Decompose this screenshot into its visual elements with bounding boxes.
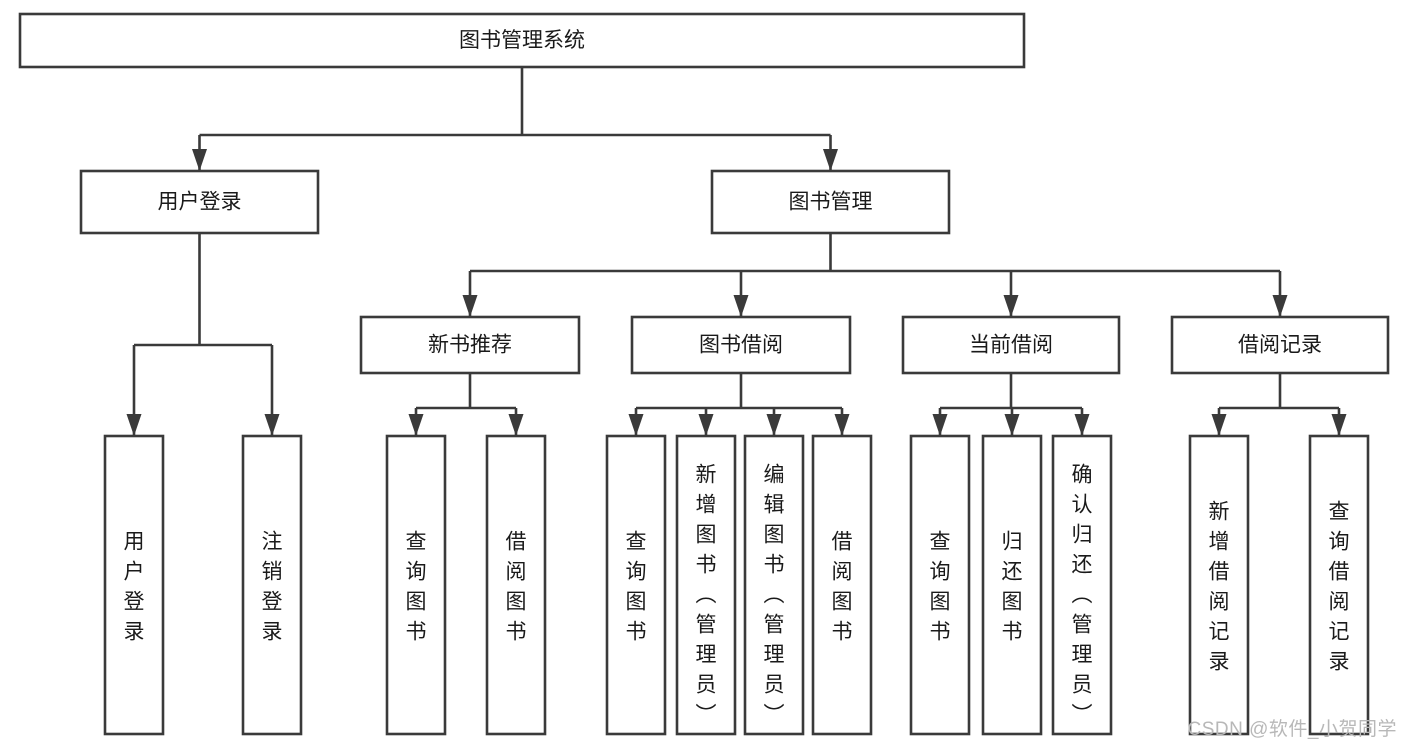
node-box-leaf-add-borrow-record[interactable] [1188,434,1250,736]
node-label-leaf-confirm-return-admin: 确认归还︵管理员︶ [1072,463,1093,726]
arrow-icon-book-borrow [733,295,749,317]
node-leaf-query-borrow-record[interactable]: 查询借阅记录 [1308,434,1370,736]
arrow-icon-leaf-query-book-current [932,414,948,436]
node-box-new-book-recommend[interactable] [359,315,581,375]
node-leaf-query-book-borrow[interactable]: 查询图书 [605,434,667,736]
node-leaf-logout[interactable]: 注销登录 [241,434,303,736]
node-box-borrow-record[interactable] [1170,315,1390,375]
arrow-icon-leaf-add-borrow-record [1211,414,1227,436]
arrow-icon-book-management [823,149,838,171]
node-leaf-borrow-book-recommend[interactable]: 借阅图书 [485,434,547,736]
node-label-root: 图书管理系统 [459,29,585,52]
arrow-icon-new-book-recommend [462,295,478,317]
node-label-leaf-return-book: 归还图书 [1002,530,1023,643]
node-label-leaf-add-book-admin: 新增图书︵管理员︶ [696,463,717,726]
arrow-icon-leaf-borrow-book [834,414,850,436]
node-box-leaf-confirm-return-admin[interactable] [1051,434,1113,736]
node-box-leaf-borrow-book-recommend[interactable] [485,434,547,736]
watermark-label: CSDN @软件_小贺同学 [1187,719,1397,740]
node-leaf-borrow-book[interactable]: 借阅图书 [811,434,873,736]
node-book-borrow[interactable]: 图书借阅 [630,315,852,375]
node-label-leaf-query-book-recommend: 查询图书 [406,530,427,643]
arrow-icon-leaf-user-login [126,414,142,436]
arrow-icon-leaf-query-borrow-record [1331,414,1347,436]
node-book-management[interactable]: 图书管理 [710,169,951,235]
node-label-new-book-recommend: 新书推荐 [428,334,512,357]
node-label-leaf-logout: 注销登录 [262,530,283,643]
arrow-icon-leaf-confirm-return-admin [1074,414,1090,436]
node-box-leaf-query-book-borrow[interactable] [605,434,667,736]
node-box-leaf-borrow-book[interactable] [811,434,873,736]
node-leaf-return-book[interactable]: 归还图书 [981,434,1043,736]
node-box-leaf-query-book-current[interactable] [909,434,971,736]
arrow-icon-leaf-return-book [1004,414,1020,436]
node-label-borrow-record: 借阅记录 [1238,334,1322,357]
node-label-leaf-borrow-book-recommend: 借阅图书 [506,530,527,643]
arrow-icon-leaf-add-book-admin [698,414,714,436]
arrow-icon-leaf-query-book-recommend [408,414,424,436]
node-label-leaf-query-book-borrow: 查询图书 [626,530,647,643]
node-leaf-edit-book-admin[interactable]: 编辑图书︵管理员︶ [743,434,805,736]
arrow-icon-user-login [192,149,207,171]
node-label-current-borrow: 当前借阅 [969,334,1053,357]
node-current-borrow[interactable]: 当前借阅 [901,315,1121,375]
node-root[interactable]: 图书管理系统 [18,12,1026,69]
node-label-user-login: 用户登录 [158,191,242,214]
node-label-leaf-user-login: 用户登录 [124,530,145,643]
node-leaf-user-login[interactable]: 用户登录 [103,434,165,736]
arrow-icon-leaf-query-book-borrow [628,414,644,436]
node-box-leaf-edit-book-admin[interactable] [743,434,805,736]
node-borrow-record[interactable]: 借阅记录 [1170,315,1390,375]
node-box-book-borrow[interactable] [630,315,852,375]
node-box-leaf-user-login[interactable] [103,434,165,736]
node-label-leaf-query-borrow-record: 查询借阅记录 [1329,500,1350,673]
node-box-leaf-logout[interactable] [241,434,303,736]
node-label-leaf-edit-book-admin: 编辑图书︵管理员︶ [764,463,785,726]
connector-layer [126,67,1347,436]
node-box-root[interactable] [18,12,1026,69]
node-box-current-borrow[interactable] [901,315,1121,375]
node-box-leaf-add-book-admin[interactable] [675,434,737,736]
node-user-login[interactable]: 用户登录 [79,169,320,235]
arrow-icon-leaf-logout [264,414,280,436]
node-leaf-query-book-recommend[interactable]: 查询图书 [385,434,447,736]
node-new-book-recommend[interactable]: 新书推荐 [359,315,581,375]
node-leaf-query-book-current[interactable]: 查询图书 [909,434,971,736]
arrow-icon-leaf-edit-book-admin [766,414,782,436]
node-box-leaf-return-book[interactable] [981,434,1043,736]
node-box-book-management[interactable] [710,169,951,235]
arrow-icon-leaf-borrow-book-recommend [508,414,524,436]
node-box-leaf-query-book-recommend[interactable] [385,434,447,736]
node-leaf-confirm-return-admin[interactable]: 确认归还︵管理员︶ [1051,434,1113,736]
node-label-book-borrow: 图书借阅 [699,334,783,357]
arrow-icon-current-borrow [1003,295,1019,317]
node-leaf-add-book-admin[interactable]: 新增图书︵管理员︶ [675,434,737,736]
node-label-leaf-borrow-book: 借阅图书 [832,530,853,643]
node-label-leaf-add-borrow-record: 新增借阅记录 [1209,500,1230,673]
node-layer: 图书管理系统用户登录图书管理新书推荐图书借阅当前借阅借阅记录用户登录注销登录查询… [18,12,1390,736]
node-box-leaf-query-borrow-record[interactable] [1308,434,1370,736]
node-leaf-add-borrow-record[interactable]: 新增借阅记录 [1188,434,1250,736]
arrow-icon-borrow-record [1272,295,1288,317]
node-label-book-management: 图书管理 [789,191,873,214]
node-label-leaf-query-book-current: 查询图书 [930,530,951,643]
node-box-user-login[interactable] [79,169,320,235]
